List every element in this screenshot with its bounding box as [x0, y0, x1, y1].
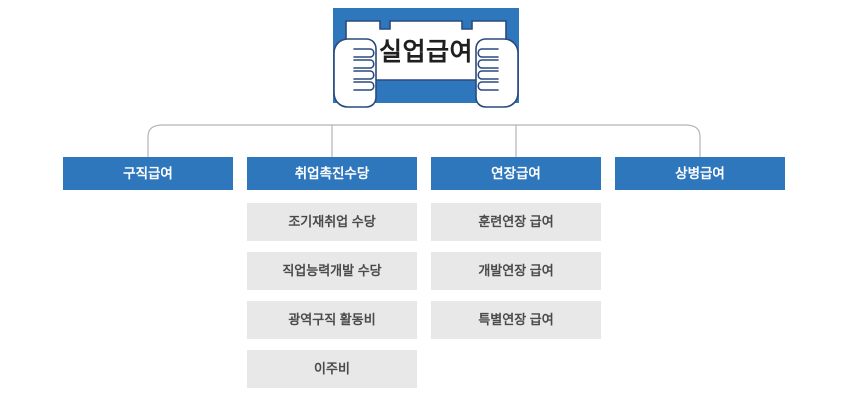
category-box-sangbyeong-geupyeo[interactable]: 상병급여	[615, 157, 785, 190]
right-hand-icon	[475, 38, 519, 108]
sub-item-label: 직업능력개발 수당	[282, 263, 382, 278]
sub-item-box[interactable]: 이주비	[247, 350, 417, 388]
banner-illustration	[310, 2, 542, 120]
category-label: 연장급여	[491, 166, 541, 181]
sub-item-label: 훈련연장 급여	[478, 214, 554, 229]
sub-item-label: 이주비	[314, 361, 350, 376]
sub-item-box[interactable]: 개발연장 급여	[431, 252, 601, 290]
sub-item-box[interactable]: 조기재취업 수당	[247, 203, 417, 241]
sub-item-label: 특별연장 급여	[478, 312, 554, 327]
category-box-yeonjang-geupyeo[interactable]: 연장급여	[431, 157, 601, 190]
sub-item-label: 개발연장 급여	[478, 263, 554, 278]
sub-item-box[interactable]: 훈련연장 급여	[431, 203, 601, 241]
category-box-gujik-geupyeo[interactable]: 구직급여	[63, 157, 233, 190]
sub-item-box[interactable]: 특별연장 급여	[431, 301, 601, 339]
root-node-title: 실업급여	[378, 38, 473, 66]
sub-item-label: 조기재취업 수당	[288, 214, 376, 229]
category-box-chwieop-chokjin-sudang[interactable]: 취업촉진수당	[247, 157, 417, 190]
sub-item-box[interactable]: 광역구직 활동비	[247, 301, 417, 339]
category-label: 구직급여	[123, 166, 173, 181]
banner-bottom-bar	[362, 85, 490, 95]
category-label: 취업촉진수당	[294, 166, 370, 181]
sub-item-box[interactable]: 직업능력개발 수당	[247, 252, 417, 290]
left-hand-icon	[333, 38, 377, 108]
sub-item-label: 광역구직 활동비	[288, 312, 376, 327]
connector-spine	[147, 124, 701, 157]
category-label: 상병급여	[675, 166, 725, 181]
